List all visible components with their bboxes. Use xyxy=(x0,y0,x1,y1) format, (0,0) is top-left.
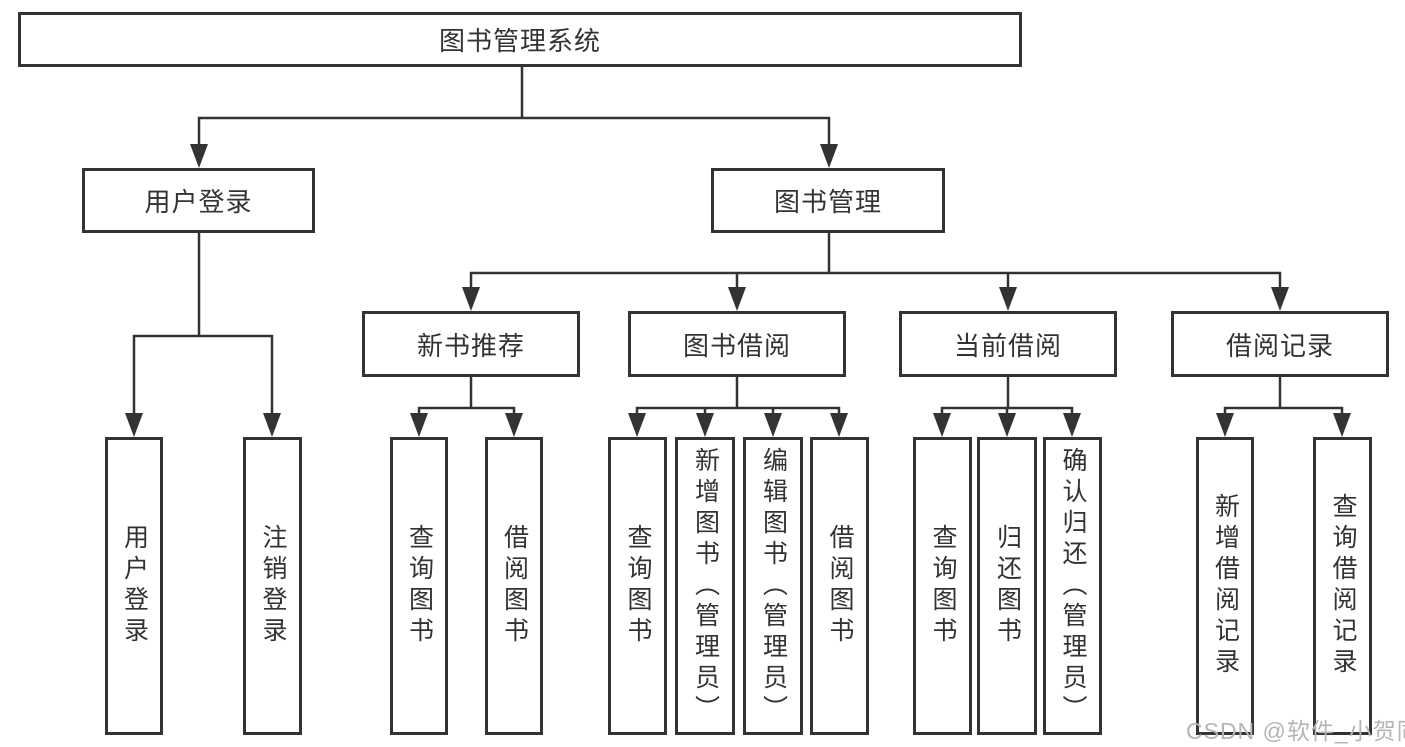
arrowhead-down-icon xyxy=(410,413,428,437)
leaf-borrow-book-recommend: 借阅图书 xyxy=(485,437,543,735)
arrowhead-down-icon xyxy=(830,413,848,437)
node-user-login: 用户登录 xyxy=(82,168,315,233)
arrowhead-down-icon xyxy=(728,287,746,311)
leaf-query-book-borrowing: 查询图书 xyxy=(608,437,667,735)
arrowhead-down-icon xyxy=(263,413,281,437)
leaf-add-borrow-record: 新增借阅记录 xyxy=(1196,437,1254,735)
node-current-borrowing: 当前借阅 xyxy=(899,311,1117,377)
leaf-edit-book-admin: 编辑图书（管理员） xyxy=(743,437,803,735)
arrowhead-down-icon xyxy=(190,144,208,168)
leaf-query-borrow-record: 查询借阅记录 xyxy=(1313,437,1372,735)
arrowhead-down-icon xyxy=(1216,413,1234,437)
arrowhead-down-icon xyxy=(696,413,714,437)
arrowhead-down-icon xyxy=(1063,413,1081,437)
node-new-book-recommend: 新书推荐 xyxy=(362,311,580,377)
node-book-management: 图书管理 xyxy=(711,168,945,233)
leaf-query-book-recommend: 查询图书 xyxy=(390,437,448,735)
leaf-logout-login: 注销登录 xyxy=(243,437,302,735)
arrowhead-down-icon xyxy=(125,413,143,437)
arrowhead-down-icon xyxy=(628,413,646,437)
leaf-borrow-book: 借阅图书 xyxy=(810,437,869,735)
arrowhead-down-icon xyxy=(820,144,838,168)
leaf-query-book-current: 查询图书 xyxy=(913,437,972,735)
arrowhead-down-icon xyxy=(1271,287,1289,311)
node-root-library-system: 图书管理系统 xyxy=(18,12,1022,67)
arrowhead-down-icon xyxy=(505,413,523,437)
arrowhead-down-icon xyxy=(764,413,782,437)
leaf-user-login: 用户登录 xyxy=(105,437,163,735)
node-book-borrowing: 图书借阅 xyxy=(628,311,846,377)
arrowhead-down-icon xyxy=(462,287,480,311)
leaf-add-book-admin: 新增图书（管理员） xyxy=(675,437,735,735)
arrowhead-down-icon xyxy=(1333,413,1351,437)
node-borrowing-records: 借阅记录 xyxy=(1171,311,1389,377)
leaf-return-book: 归还图书 xyxy=(977,437,1037,735)
arrowhead-down-icon xyxy=(998,413,1016,437)
csdn-watermark: CSDN @软件_小贺同学 xyxy=(1186,718,1405,744)
arrowhead-down-icon xyxy=(999,287,1017,311)
leaf-confirm-return-admin: 确认归还（管理员） xyxy=(1043,437,1102,735)
arrowhead-down-icon xyxy=(933,413,951,437)
